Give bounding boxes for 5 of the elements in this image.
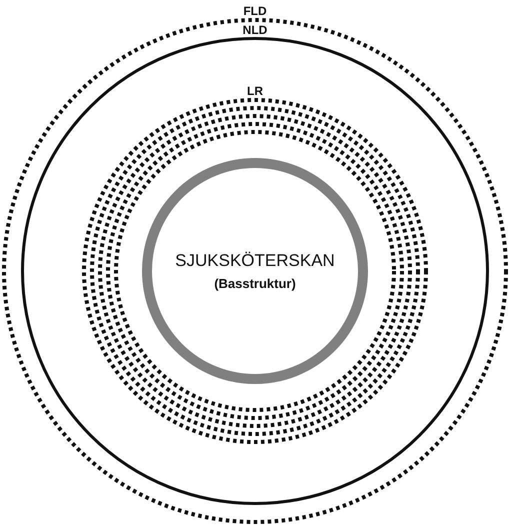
center-subtitle: (Basstruktur) — [214, 276, 296, 291]
ring-label: NLD — [242, 24, 268, 36]
ring-label: LR — [247, 85, 263, 97]
center-title: SJUKSKÖTERSKAN — [175, 251, 335, 271]
ring-label: FLD — [243, 5, 267, 17]
